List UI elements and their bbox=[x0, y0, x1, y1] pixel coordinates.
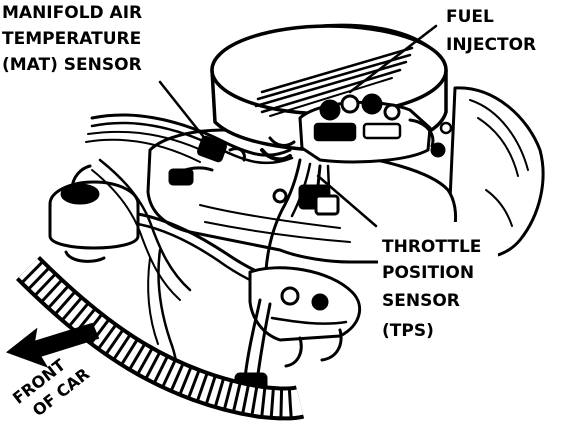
hose-rib bbox=[279, 388, 284, 419]
label-tps-line-3: SENSOR bbox=[382, 291, 460, 311]
label-fuel-line-2: INJECTOR bbox=[446, 35, 536, 55]
leader-tps bbox=[316, 174, 378, 228]
hose-rib bbox=[178, 366, 193, 396]
label-tps-line-1: THROTTLE bbox=[382, 237, 481, 257]
throttle-body bbox=[298, 93, 453, 164]
left-canister bbox=[48, 164, 140, 263]
hose-rib bbox=[47, 284, 70, 310]
hose-rib bbox=[27, 266, 51, 291]
mat-sensor bbox=[168, 135, 246, 186]
hose-rib bbox=[269, 387, 275, 419]
lower-manifold bbox=[248, 266, 362, 368]
hose-rib bbox=[128, 343, 147, 371]
hose-rib bbox=[169, 362, 185, 392]
label-fuel-line-1: FUEL bbox=[446, 7, 494, 27]
label-tps-line-2: POSITION bbox=[382, 263, 474, 283]
hose-rib bbox=[287, 388, 293, 419]
label-mat-line-1: MANIFOLD AIR bbox=[2, 3, 142, 23]
hose-rib bbox=[195, 372, 209, 402]
hose-rib bbox=[250, 385, 259, 416]
hose-rib bbox=[231, 382, 242, 413]
hose-rib bbox=[60, 296, 83, 322]
hose-rib bbox=[33, 272, 57, 297]
hose-rib bbox=[20, 260, 44, 284]
hose-rib bbox=[213, 377, 226, 408]
hose-rib bbox=[136, 347, 154, 376]
label-mat-line-3: (MAT) SENSOR bbox=[2, 55, 142, 75]
hose-rib bbox=[40, 278, 63, 303]
engine-drawing bbox=[48, 23, 545, 414]
hose-rib bbox=[144, 351, 162, 380]
hose-rib bbox=[53, 290, 77, 316]
hose-rib bbox=[120, 338, 139, 366]
hose-rib bbox=[112, 333, 132, 361]
label-tps-line-4: (TPS) bbox=[382, 321, 434, 341]
hose-rib bbox=[204, 375, 217, 405]
label-tps: THROTTLE POSITION SENSOR (TPS) bbox=[378, 222, 498, 346]
hose-rib bbox=[241, 384, 250, 415]
leader-fuel-injector bbox=[348, 24, 438, 94]
hose-rib bbox=[104, 328, 125, 356]
hose-rib bbox=[97, 323, 118, 350]
label-front-of-car: FRONT OF CAR bbox=[9, 355, 93, 420]
hose-rib bbox=[161, 359, 177, 388]
leader-mat bbox=[158, 80, 216, 152]
label-mat-sensor: MANIFOLD AIR TEMPERATURE (MAT) SENSOR bbox=[0, 0, 178, 75]
leader-lines bbox=[158, 24, 438, 228]
label-mat-line-2: TEMPERATURE bbox=[2, 29, 141, 49]
hose-rib bbox=[152, 355, 169, 384]
hose-rib bbox=[260, 387, 267, 418]
arrow-up-left-icon bbox=[5, 322, 100, 368]
hose-rib bbox=[222, 380, 234, 410]
label-fuel-injector: FUEL INJECTOR bbox=[442, 0, 576, 56]
tps-wiring bbox=[264, 158, 302, 272]
hose-rib bbox=[67, 302, 90, 328]
hose-rib bbox=[187, 369, 201, 399]
